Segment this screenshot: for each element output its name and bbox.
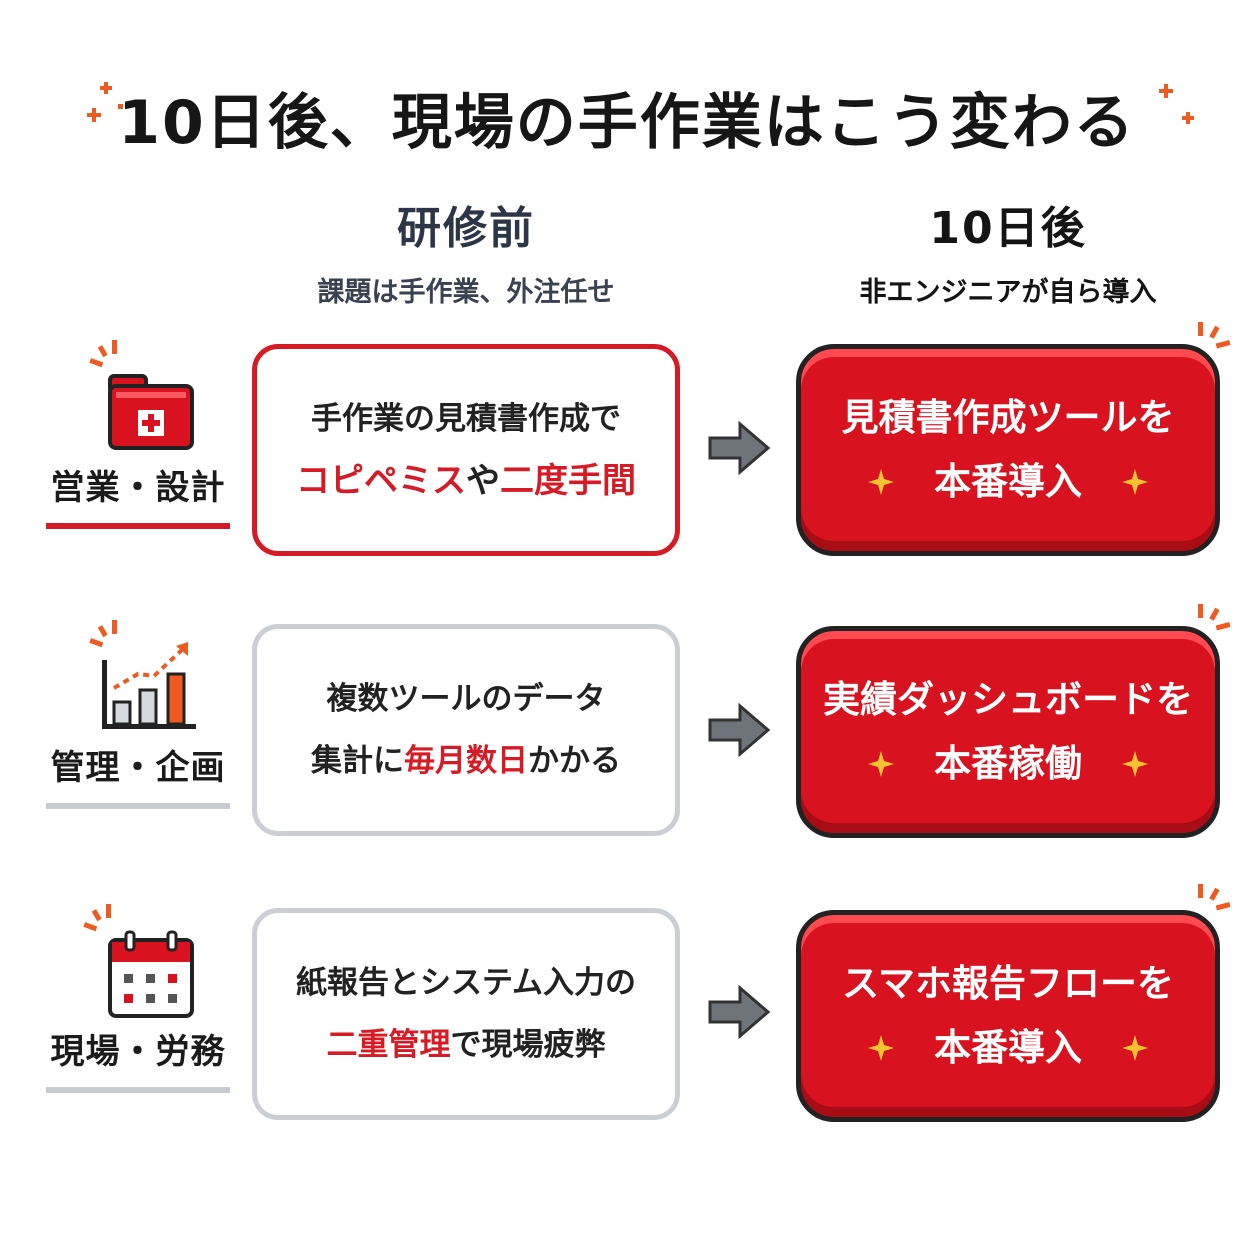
star-icon — [868, 469, 894, 495]
before-box-sales: 手作業の見積書作成で コピペミスや二度手間 — [252, 344, 680, 556]
after-box-sales: 見積書作成ツールを 本番導入 — [796, 344, 1220, 556]
after-text-line2: 本番稼働 — [934, 742, 1082, 785]
after-box-field: スマホ報告フローを 本番導入 — [796, 910, 1220, 1122]
category-icon-wrap — [78, 616, 198, 736]
arrow-right-icon — [708, 420, 771, 476]
star-icon — [1122, 751, 1148, 777]
before-text-line1: 手作業の見積書作成で — [311, 401, 621, 437]
after-text-line1: 見積書作成ツールを — [841, 396, 1175, 439]
burst-icon — [89, 340, 117, 368]
before-highlight: 毎月数日 — [404, 743, 528, 779]
before-highlight: 二重管理 — [326, 1027, 451, 1063]
star-icon — [868, 1035, 894, 1061]
after-text-line1: 実績ダッシュボードを — [823, 678, 1193, 721]
category-label: 営業・設計 — [50, 468, 226, 508]
arrow-right-icon — [708, 702, 771, 758]
after-text-line2: 本番導入 — [934, 1026, 1082, 1069]
column-header-after: 10日後 非エンジニアが自ら導入 — [796, 192, 1220, 309]
before-text-line1: 紙報告とシステム入力の — [295, 965, 637, 1001]
page-title: 10日後、現場の手作業はこう変わる — [118, 88, 1136, 158]
before-text-post: かかる — [528, 743, 621, 779]
category-management-planning: 管理・企画 — [46, 616, 230, 809]
star-icon — [1122, 1035, 1148, 1061]
before-box-field: 紙報告とシステム入力の 二重管理で現場疲弊 — [252, 908, 680, 1120]
burst-icon — [83, 904, 111, 932]
category-icon-wrap — [78, 900, 198, 1020]
category-underline — [46, 1087, 230, 1093]
column-header-before: 研修前 課題は手作業、外注任せ — [252, 192, 680, 309]
burst-icon — [1198, 322, 1231, 349]
after-text-line2-wrap: 本番稼働 — [868, 732, 1148, 796]
before-box-management: 複数ツールのデータ 集計に毎月数日かかる — [252, 624, 680, 836]
category-underline — [46, 803, 230, 809]
before-text-mid: や — [466, 461, 500, 501]
before-text-line1: 複数ツールのデータ — [326, 681, 606, 717]
after-text-line1: スマホ報告フローを — [842, 962, 1174, 1005]
before-text-post: で現場疲弊 — [450, 1027, 606, 1063]
category-icon-wrap — [78, 336, 198, 456]
after-box-management: 実績ダッシュボードを 本番稼働 — [796, 626, 1220, 838]
star-icon — [1122, 469, 1148, 495]
category-underline — [46, 523, 230, 529]
category-label: 管理・企画 — [50, 748, 226, 788]
folder-plus-icon — [108, 374, 194, 450]
star-icon — [868, 751, 894, 777]
burst-icon — [1198, 604, 1231, 631]
before-highlight: 二度手間 — [500, 461, 636, 501]
category-sales-design: 営業・設計 — [46, 336, 230, 529]
column-heading-after: 10日後 — [929, 203, 1087, 254]
calendar-icon — [108, 930, 194, 1018]
burst-icon — [89, 620, 117, 648]
after-text-line2-wrap: 本番導入 — [868, 450, 1148, 514]
arrow-right-icon — [708, 984, 771, 1040]
before-text-line2: 二重管理で現場疲弊 — [327, 1014, 606, 1076]
before-text-line2: 集計に毎月数日かかる — [311, 730, 621, 792]
title-sparkle-left-icon — [87, 82, 123, 122]
bar-chart-icon — [102, 642, 196, 729]
after-text-line2: 本番導入 — [934, 460, 1082, 503]
category-field-labor: 現場・労務 — [46, 900, 230, 1093]
before-text-line2: コピペミスや二度手間 — [296, 450, 636, 512]
column-subheading-after: 非エンジニアが自ら導入 — [859, 277, 1157, 308]
burst-icon — [1198, 884, 1231, 911]
before-highlight: コピペミス — [296, 461, 466, 501]
before-text-pre: 集計に — [311, 743, 404, 779]
after-text-line2-wrap: 本番導入 — [868, 1016, 1148, 1080]
column-heading-before: 研修前 — [397, 203, 535, 254]
category-label: 現場・労務 — [50, 1032, 226, 1072]
title-sparkle-right-icon — [1159, 84, 1194, 124]
column-subheading-before: 課題は手作業、外注任せ — [317, 277, 615, 308]
